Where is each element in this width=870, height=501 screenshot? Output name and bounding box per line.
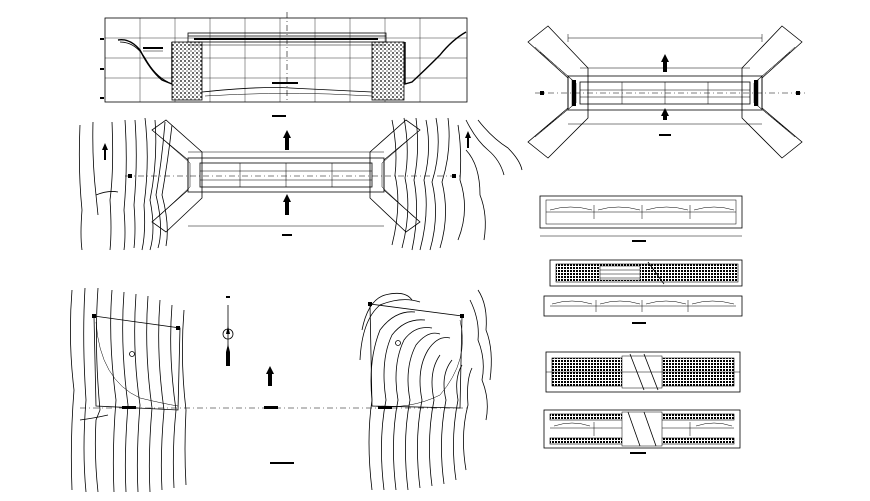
site-right-contours bbox=[359, 289, 492, 491]
plan-wingwalls-view bbox=[527, 25, 805, 159]
elevation-grid bbox=[105, 18, 467, 102]
ground-profile bbox=[117, 31, 467, 86]
slab-reinforcement-view bbox=[543, 259, 743, 324]
beam-reinforcement-view bbox=[543, 351, 741, 454]
right-site-boundary bbox=[369, 303, 463, 409]
site-plan-view bbox=[70, 287, 492, 493]
deck-plan-view bbox=[539, 195, 743, 242]
north-arrow-icon bbox=[222, 296, 234, 366]
tr-left-wingwall bbox=[527, 25, 589, 159]
plan-contours-view bbox=[78, 117, 523, 251]
elevation-section-view bbox=[100, 12, 468, 117]
left-contours bbox=[78, 117, 173, 251]
left-site-boundary bbox=[93, 315, 181, 411]
right-contours bbox=[391, 117, 523, 251]
left-abutment bbox=[171, 41, 203, 101]
site-plan-title-bar bbox=[270, 462, 294, 464]
site-left-contours bbox=[70, 287, 187, 493]
tr-right-wingwall bbox=[741, 25, 803, 159]
elevation-title-bar bbox=[272, 115, 286, 117]
right-abutment bbox=[371, 41, 405, 101]
plan-deck bbox=[187, 157, 385, 193]
